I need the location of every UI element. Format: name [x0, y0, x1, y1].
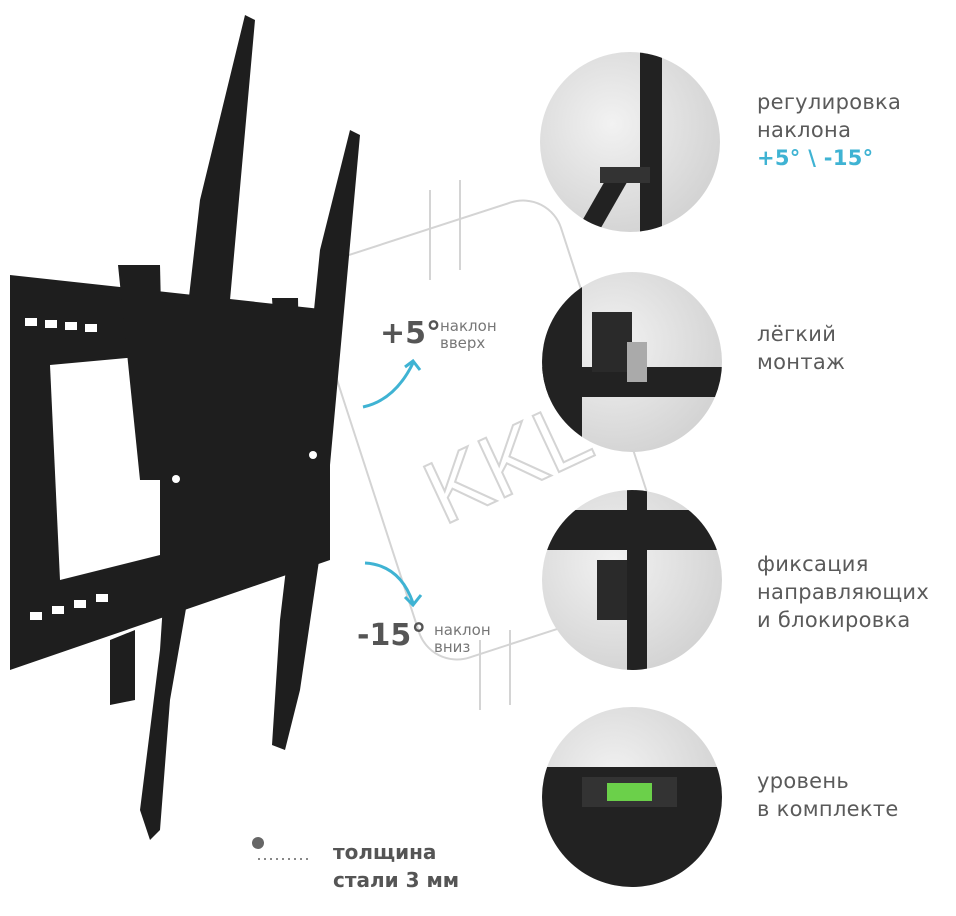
feature-photo-easy-mount: [542, 272, 722, 452]
tv-wall-bracket-image: [10, 15, 360, 840]
thickness-dot-icon: [252, 837, 308, 860]
feature-level: уровень в комплекте: [757, 767, 899, 823]
feature-easy-mount: лёгкий монтаж: [757, 320, 845, 376]
feature-level-line2: в комплекте: [757, 797, 899, 821]
feature-lock-line3: и блокировка: [757, 608, 911, 632]
tilt-up-line1: наклон: [440, 317, 497, 335]
feature-photo-level: [542, 707, 722, 887]
feature-tilt-adjust: регулировка наклона +5° \ -15°: [757, 88, 901, 172]
feature-photo-locking: [542, 490, 722, 670]
tilt-up-value: +5°: [380, 316, 442, 351]
feature-tilt-line1: регулировка: [757, 90, 902, 114]
feature-lock-line1: фиксация: [757, 552, 869, 576]
feature-tilt-range: +5° \ -15°: [757, 146, 874, 170]
thickness-line1: толщина: [333, 840, 437, 864]
tilt-down-arrow-icon: [364, 561, 415, 604]
feature-mount-line2: монтаж: [757, 350, 846, 374]
feature-level-line1: уровень: [757, 769, 850, 793]
feature-locking: фиксация направляющих и блокировка: [757, 550, 929, 634]
tilt-down-line2: вниз: [434, 638, 471, 656]
tilt-up-line2: вверх: [440, 334, 486, 352]
tilt-down-line1: наклон: [434, 621, 491, 639]
tilt-up-arrow-icon: [362, 362, 415, 409]
thickness-line2: стали 3 мм: [333, 868, 460, 892]
tilt-down-value: -15°: [357, 618, 427, 653]
feature-lock-line2: направляющих: [757, 580, 930, 604]
tilt-arrows: [362, 358, 423, 608]
feature-mount-line1: лёгкий: [757, 322, 837, 346]
feature-photo-tilt-adjust: [540, 52, 720, 232]
steel-thickness-label: толщина стали 3 мм: [333, 838, 459, 894]
feature-tilt-line2: наклона: [757, 118, 852, 142]
